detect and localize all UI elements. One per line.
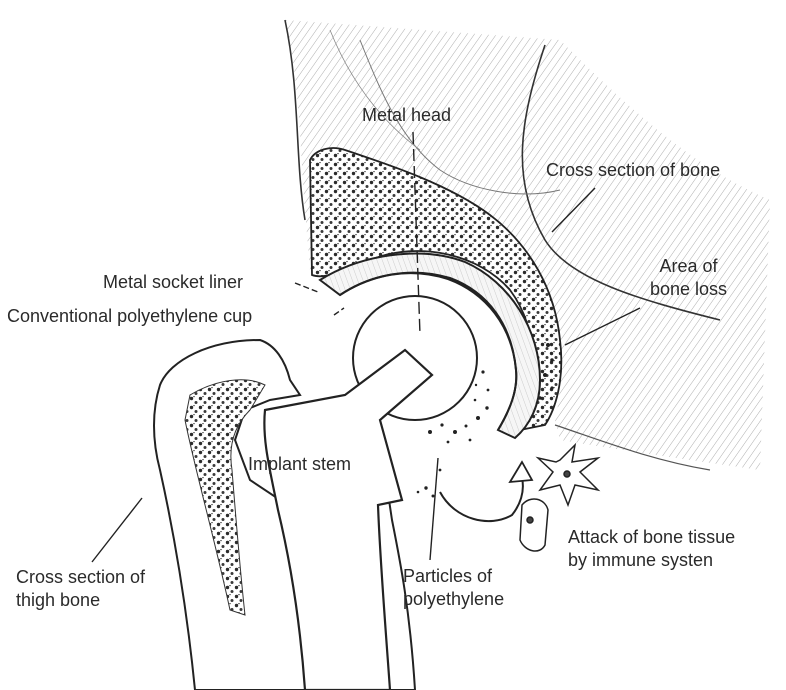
label-immune-attack: Attack of bone tissue by immune systen [568, 526, 735, 572]
label-area-bone-loss: Area of bone loss [650, 255, 727, 301]
label-poly-cup: Conventional polyethylene cup [7, 305, 252, 328]
migration-arrow [440, 478, 523, 521]
label-cross-section-thigh: Cross section of thigh bone [16, 566, 145, 612]
label-metal-socket-liner: Metal socket liner [103, 271, 243, 294]
label-implant-stem: Implant stem [248, 453, 351, 476]
label-metal-head: Metal head [362, 104, 451, 127]
label-cross-section-bone: Cross section of bone [546, 159, 720, 182]
label-particles: Particles of polyethylene [403, 565, 504, 611]
